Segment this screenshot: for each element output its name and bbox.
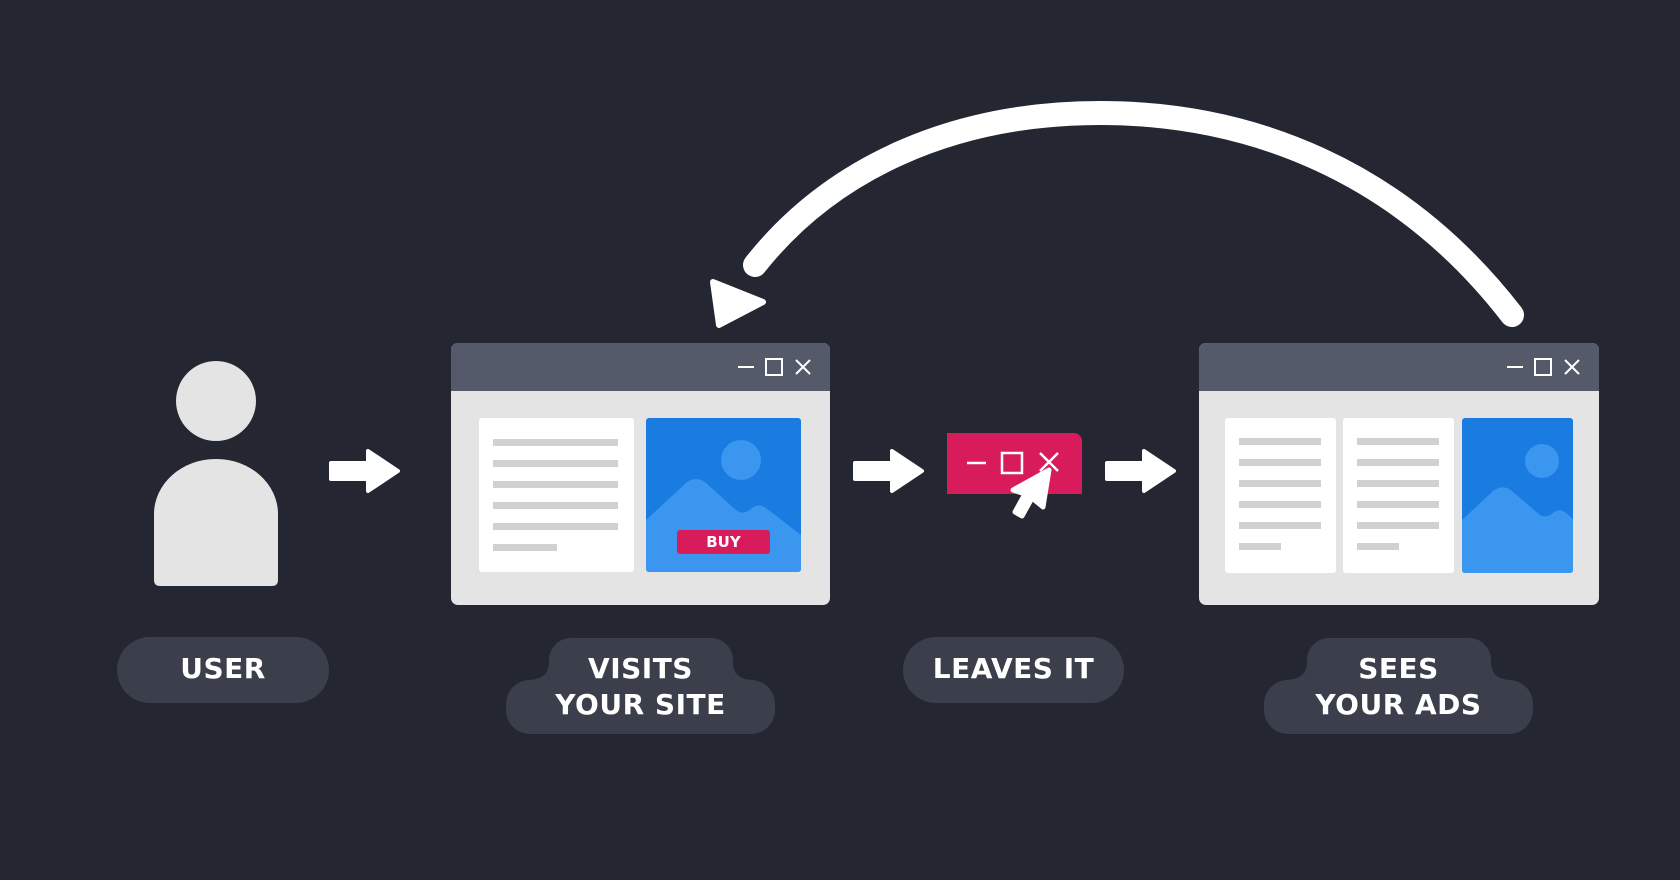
sees-label: SEES YOUR ADS xyxy=(1264,651,1533,723)
visits-label-line2: YOUR SITE xyxy=(555,688,726,721)
closing-window-bar xyxy=(947,433,1082,494)
leaves-label: LEAVES IT xyxy=(932,652,1095,685)
loop-arrowhead-icon xyxy=(710,279,766,328)
window-titlebar xyxy=(1199,343,1599,391)
user-label-pill xyxy=(117,637,329,703)
arrow-right-icon xyxy=(329,449,400,493)
image-ad-panel: BUY xyxy=(646,418,801,572)
text-panel xyxy=(479,418,634,572)
text-panel xyxy=(1343,418,1454,573)
visits-label-pill xyxy=(506,638,775,734)
window-titlebar xyxy=(451,343,830,391)
image-ad-panel xyxy=(1462,418,1573,573)
close-icon xyxy=(1564,359,1580,375)
site-browser-window: BUY xyxy=(451,343,830,605)
sees-label-line1: SEES xyxy=(1358,652,1439,685)
arrow-right-icon xyxy=(853,449,924,493)
leaves-label-pill xyxy=(903,637,1124,703)
maximize-icon xyxy=(1534,358,1552,376)
buy-button[interactable]: BUY xyxy=(677,530,770,554)
sees-label-pill xyxy=(1264,638,1533,734)
image-placeholder-icon xyxy=(1462,444,1573,573)
maximize-icon xyxy=(1000,451,1024,475)
visits-label: VISITS YOUR SITE xyxy=(506,651,775,723)
text-panel xyxy=(1225,418,1336,573)
arrow-right-icon xyxy=(1105,449,1176,493)
visits-label-line1: VISITS xyxy=(588,652,693,685)
sees-label-line2: YOUR ADS xyxy=(1315,688,1482,721)
maximize-icon xyxy=(765,358,783,376)
ads-browser-window xyxy=(1199,343,1599,605)
close-icon xyxy=(1039,452,1059,472)
minimize-icon xyxy=(1507,366,1523,368)
close-icon xyxy=(795,359,811,375)
minimize-icon xyxy=(738,366,754,368)
user-label: USER xyxy=(180,652,266,685)
